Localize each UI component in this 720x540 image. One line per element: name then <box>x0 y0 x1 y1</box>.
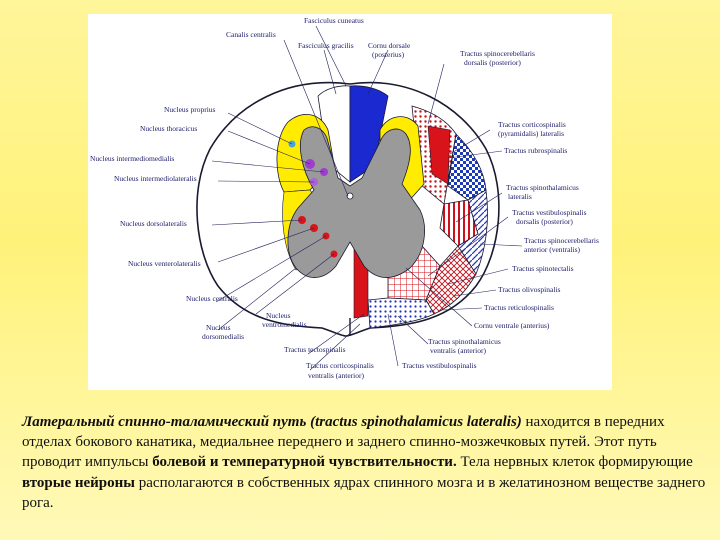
label-nucleus-ventromedialis-sub: ventromedialis <box>262 320 307 329</box>
label-tractus-spinocerebellaris-dorsalis-sub: dorsalis (posterior) <box>464 58 521 67</box>
label-tractus-tectospinalis: Tractus tectospinalis <box>284 345 346 354</box>
label-fasciculus-gracilis: Fasciculus gracilis <box>298 41 354 50</box>
label-canalis-centralis: Canalis centralis <box>226 30 276 39</box>
label-nucleus-intermediolateralis: Nucleus intermediolateralis <box>114 174 197 183</box>
label-tractus-vestibulospinalis-dorsalis-sub: dorsalis (posterior) <box>516 217 573 226</box>
label-tractus-vestibulospinalis-dorsalis: Tractus vestibulospinalis <box>512 208 587 217</box>
label-nucleus-dorsomedialis: Nucleus <box>206 323 231 332</box>
caption-paragraph: Латеральный спинно-таламический путь (tr… <box>22 412 712 513</box>
label-tractus-spinothalamicus-lateralis: Tractus spinothalamicus <box>506 183 579 192</box>
label-nucleus-intermediomedialis: Nucleus intermediomedialis <box>90 154 174 163</box>
label-tractus-olivospinalis: Tractus olivospinalis <box>498 285 561 294</box>
label-tractus-spinocerebellaris-anterior-sub: anterior (ventralis) <box>524 245 581 254</box>
canalis-centralis <box>346 192 354 200</box>
leader-lines <box>211 25 523 371</box>
label-tractus-reticulospinalis: Tractus reticulospinalis <box>484 303 554 312</box>
label-tractus-spinocerebellaris-dorsalis: Tractus spinocerebellaris <box>460 49 535 58</box>
tractus-spinothalamicus-ventralis-area <box>367 297 435 329</box>
label-cornu-dorsale-sub: (posterius) <box>372 50 405 59</box>
caption-highlight-neurons: вторые нейроны <box>22 474 135 491</box>
caption-text-1: находится в передних отделах бокового ка… <box>22 414 665 471</box>
label-tractus-corticospinalis-lateralis-sub: (pyramidalis) lateralis <box>498 129 564 138</box>
label-nucleus-centralis: Nucleus centralis <box>186 294 238 303</box>
gray-matter <box>287 126 425 278</box>
caption-highlight-tract: Латеральный спинно-таламический путь (tr… <box>22 414 522 430</box>
label-nucleus-proprius: Nucleus proprius <box>164 105 216 114</box>
caption-text-2: Тела нервных клеток формирующие <box>456 454 693 471</box>
label-tractus-spinotectalis: Tractus spinotectalis <box>512 264 574 273</box>
label-tractus-corticospinalis-ventralis: Tractus corticospinalis <box>306 361 374 370</box>
label-cornu-dorsale: Cornu dorsale <box>368 41 411 50</box>
caption-tract-name: Латеральный спинно-таламический путь (tr… <box>22 414 522 430</box>
label-tractus-spinothalamicus-ventralis: Tractus spinothalamicus <box>428 337 501 346</box>
label-tractus-spinothalamicus-ventralis-sub: ventralis (anterior) <box>430 346 487 355</box>
label-nucleus-ventromedialis: Nucleus <box>266 311 291 320</box>
label-nucleus-dorsolateralis: Nucleus dorsolateralis <box>120 219 187 228</box>
cross-section-svg: Fasciculus cuneatus Canalis centralis Fa… <box>90 16 599 380</box>
label-nucleus-thoracicus: Nucleus thoracicus <box>140 124 197 133</box>
label-fasciculus-cuneatus: Fasciculus cuneatus <box>304 16 364 25</box>
caption-highlight-sensitivity: болевой и температурной чувствительности… <box>152 454 457 471</box>
label-cornu-ventrale: Cornu ventrale (anterius) <box>474 321 550 330</box>
label-nucleus-ventrolateralis: Nucleus venterolateralis <box>128 259 201 268</box>
spinal-cord-diagram: Fasciculus cuneatus Canalis centralis Fa… <box>88 14 612 390</box>
label-tractus-corticospinalis-lateralis: Tractus corticospinalis <box>498 120 566 129</box>
label-tractus-spinocerebellaris-anterior: Tractus spinocerebellaris <box>524 236 599 245</box>
label-nucleus-dorsomedialis-sub: dorsomedialis <box>202 332 244 341</box>
label-tractus-vestibulospinalis: Tractus vestibulospinalis <box>402 361 477 370</box>
caption-text-3: располагаются в собственных ядрах спинно… <box>22 474 706 511</box>
label-tractus-rubrospinalis: Tractus rubrospinalis <box>504 146 567 155</box>
label-tractus-spinothalamicus-lateralis-sub: lateralis <box>508 192 532 201</box>
label-tractus-corticospinalis-ventralis-sub: ventralis (anterior) <box>308 371 365 380</box>
